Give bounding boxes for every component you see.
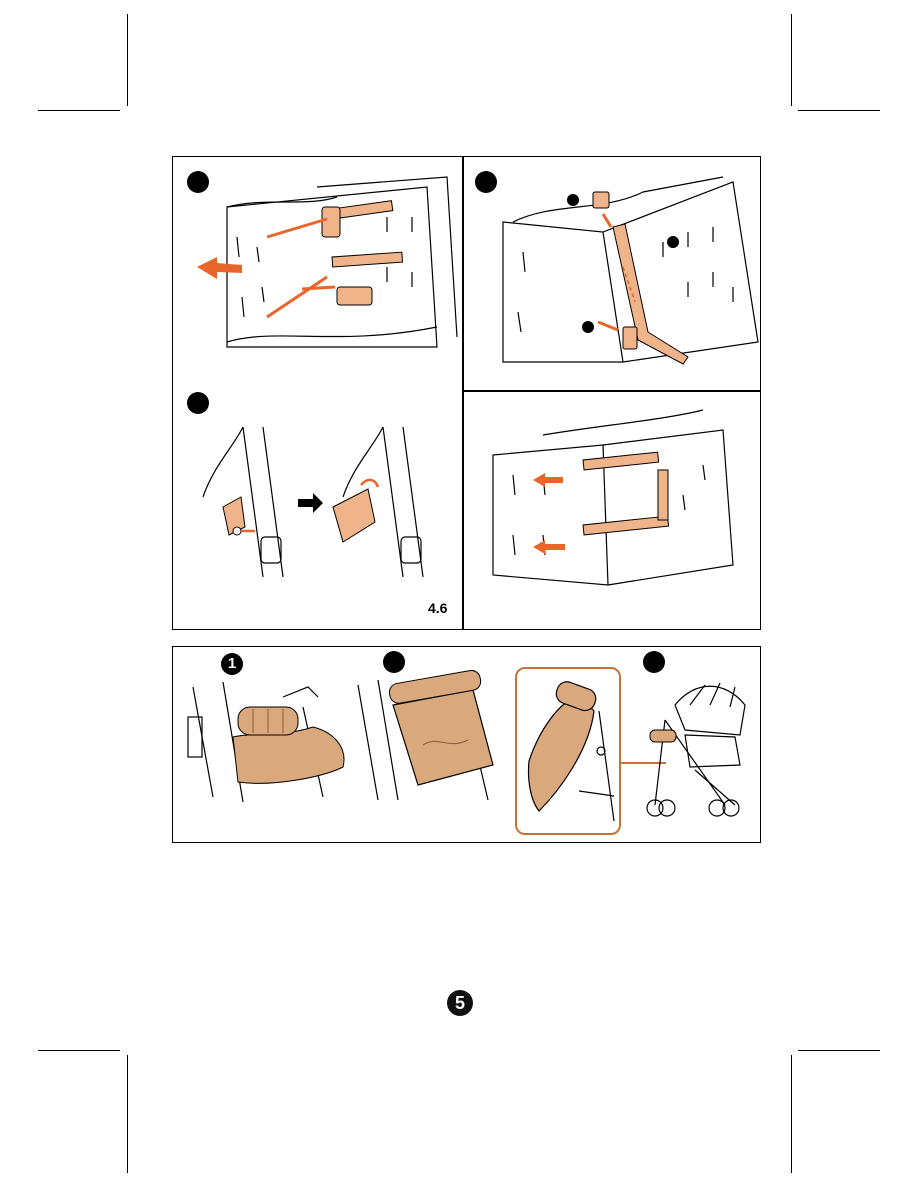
panel-divider-horizontal xyxy=(462,390,760,392)
illustration-cover-unrolled xyxy=(348,675,508,815)
illustration-strap-threading xyxy=(473,172,753,372)
step-marker xyxy=(383,651,405,673)
crop-mark xyxy=(791,14,792,106)
instruction-panel-bottom: 1 xyxy=(172,646,761,843)
page-number: 5 xyxy=(447,990,473,1016)
detail-inset xyxy=(515,667,621,835)
crop-mark xyxy=(791,1055,792,1173)
crop-mark xyxy=(38,110,120,111)
crop-mark xyxy=(127,14,128,106)
step-marker xyxy=(643,651,665,673)
illustration-handlebar-cover-detail xyxy=(519,671,619,831)
figure-reference-label: 4.6 xyxy=(428,600,447,616)
illustration-cover-rolled xyxy=(183,677,353,817)
illustration-strap-removal xyxy=(187,177,457,377)
crop-mark xyxy=(798,1050,880,1051)
panel-divider-vertical xyxy=(462,157,464,629)
step-marker xyxy=(187,392,209,414)
instruction-panel-top: 4.6 xyxy=(172,156,761,630)
illustration-buckle-attach xyxy=(193,427,443,577)
step-marker-1: 1 xyxy=(221,653,243,675)
crop-mark xyxy=(38,1050,120,1051)
illustration-strap-backside xyxy=(483,415,743,615)
crop-mark xyxy=(798,110,880,111)
crop-mark xyxy=(127,1055,128,1173)
illustration-stroller-full xyxy=(635,675,755,825)
